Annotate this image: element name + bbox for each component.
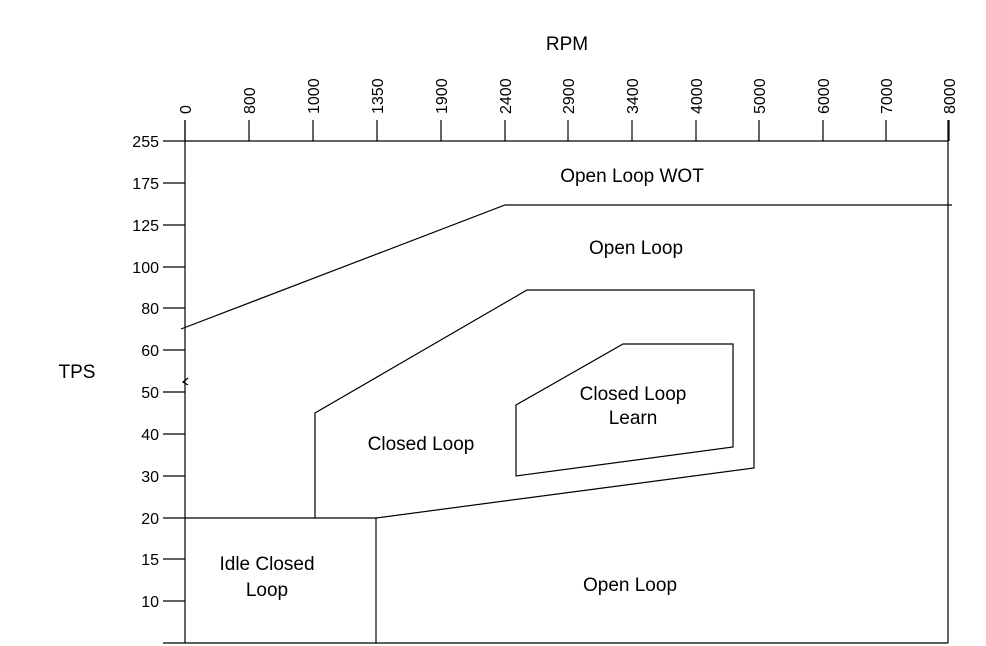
wot-boundary [180, 204, 952, 330]
closed-loop-label: Closed Loop [368, 434, 475, 455]
x-tick-label: 1350 [370, 78, 387, 114]
closed-loop-learn-label-line2: Learn [609, 408, 658, 429]
idle-boundary [185, 517, 377, 643]
x-tick-label: 7000 [879, 78, 896, 114]
x-tick-label: 6000 [816, 78, 833, 114]
y-tick-label: 255 [132, 134, 159, 151]
open-loop-lower-label: Open Loop [583, 575, 677, 596]
closed-loop-learn-boundary [515, 343, 734, 477]
x-tick-label: 800 [242, 87, 259, 114]
y-tick-label: 40 [141, 427, 159, 444]
x-tick-label: 0 [178, 105, 195, 114]
x-tick-label: 4000 [689, 78, 706, 114]
y-tick-label: 15 [141, 552, 159, 569]
x-tick-label: 1900 [434, 78, 451, 114]
y-tick-label: 50 [141, 385, 159, 402]
y-axis-ticks: 255 175 125 100 80 60 50 40 30 20 15 10 [132, 134, 185, 611]
x-tick-label: 2400 [498, 78, 515, 114]
x-tick-label: 2900 [561, 78, 578, 114]
closed-loop-learn-label-line1: Closed Loop [580, 384, 687, 405]
y-tick-label: 175 [132, 176, 159, 193]
x-tick-label: 5000 [752, 78, 769, 114]
idle-closed-loop-label-line2: Loop [246, 580, 288, 601]
y-tick-label: 60 [141, 343, 159, 360]
open-loop-wot-label: Open Loop WOT [560, 166, 704, 187]
x-tick-label: 1000 [306, 78, 323, 114]
axis-break-mark [181, 377, 189, 386]
y-tick-label: 80 [141, 301, 159, 318]
y-tick-label: 20 [141, 511, 159, 528]
y-tick-label: 125 [132, 218, 159, 235]
y-tick-label: 100 [132, 260, 159, 277]
closed-loop-boundary [314, 289, 755, 519]
y-tick-label: 30 [141, 469, 159, 486]
idle-closed-loop-label-line1: Idle Closed [219, 554, 314, 575]
x-tick-label: 8000 [942, 78, 959, 114]
y-tick-label: 10 [141, 594, 159, 611]
x-axis-title: RPM [546, 34, 588, 55]
open-loop-upper-label: Open Loop [589, 238, 683, 259]
y-axis-title: TPS [59, 362, 96, 383]
x-axis-ticks: 0 800 1000 1350 1900 2400 2900 3400 4000 5000 6000… [178, 78, 959, 141]
x-tick-label: 3400 [625, 78, 642, 114]
